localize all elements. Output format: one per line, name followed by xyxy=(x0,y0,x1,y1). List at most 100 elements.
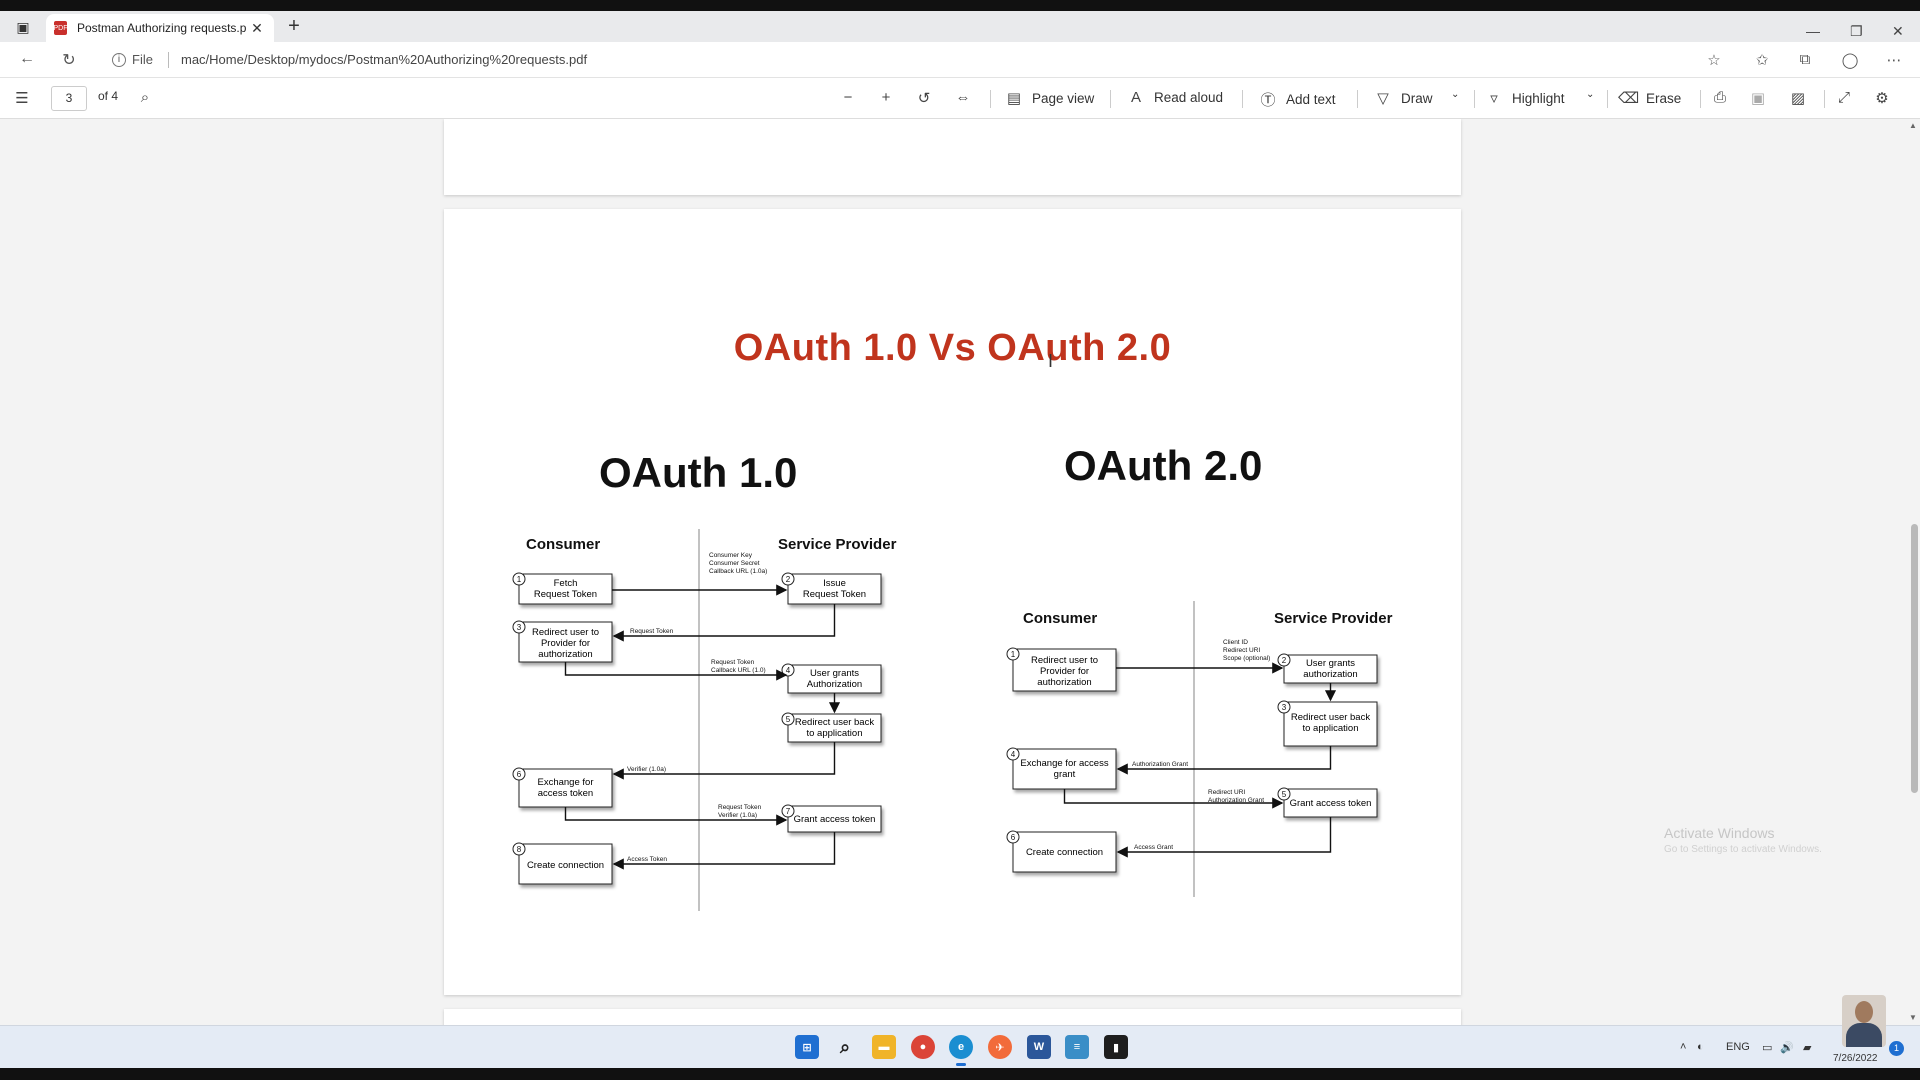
site-info[interactable]: i File xyxy=(112,52,153,67)
oauth2-box-redirect-back xyxy=(1283,701,1378,747)
more-icon[interactable]: ⋯ xyxy=(1886,52,1902,69)
oauth2-box-exchange xyxy=(1012,748,1117,790)
svg-text:1: 1 xyxy=(1011,650,1016,659)
new-tab-icon[interactable]: + xyxy=(288,15,300,37)
word-icon[interactable]: W xyxy=(1027,1035,1051,1059)
svg-text:8: 8 xyxy=(517,845,522,854)
pdf-page-previous xyxy=(444,119,1461,195)
fit-page-button[interactable]: ⇔ xyxy=(953,89,973,106)
svg-text:3: 3 xyxy=(1282,703,1287,712)
tab-actions-icon[interactable]: ▣ xyxy=(16,18,30,35)
highlight-button[interactable]: ▿Highlight xyxy=(1484,89,1564,107)
scroll-down-icon[interactable]: ▼ xyxy=(1909,1013,1917,1022)
notification-badge[interactable]: 1 xyxy=(1889,1041,1904,1056)
start-icon[interactable]: ⊞ xyxy=(795,1035,819,1059)
scroll-up-icon[interactable]: ▲ xyxy=(1909,121,1917,130)
add-favorite-icon[interactable]: ☆ xyxy=(1707,52,1721,69)
toolbar-divider xyxy=(1607,90,1608,108)
tab-close-icon[interactable]: ✕ xyxy=(251,19,263,36)
scrollbar-thumb[interactable] xyxy=(1911,524,1918,793)
window-close-icon[interactable]: ✕ xyxy=(1892,23,1904,39)
oauth1-lbl1-line1: Consumer Key xyxy=(709,552,753,559)
draw-button[interactable]: ▽Draw xyxy=(1373,89,1432,107)
clock-date[interactable]: 7/26/2022 xyxy=(1833,1053,1878,1064)
tray-overflow-icon[interactable]: ˄ xyxy=(1680,1041,1687,1053)
oauth1-box2-line1: Issue xyxy=(823,578,846,589)
save-as-button[interactable]: ▨ xyxy=(1788,89,1808,107)
taskbar-search-icon[interactable]: ⌕ xyxy=(839,1036,851,1057)
highlight-dropdown-icon[interactable]: ⌄ xyxy=(1586,89,1595,100)
refresh-icon[interactable]: ↻ xyxy=(62,52,76,69)
oauth1-box8-label: Create connection xyxy=(527,860,604,871)
oauth1-lbl1-line2: Consumer Secret xyxy=(709,560,760,567)
tab-strip: ▣ PDF Postman Authorizing requests.p ✕ +… xyxy=(0,11,1920,42)
toolbar-divider xyxy=(990,90,991,108)
svg-text:3: 3 xyxy=(517,623,522,632)
read-aloud-label: Read aloud xyxy=(1154,90,1224,105)
vertical-scrollbar[interactable]: ▲ ▼ xyxy=(1908,119,1920,1025)
favorites-icon[interactable]: ✩ xyxy=(1755,52,1769,69)
save-button[interactable]: ▣ xyxy=(1748,89,1768,107)
tray-app-icon[interactable]: ◐ xyxy=(1697,1041,1704,1053)
pdf-viewer[interactable]: OAuth 1.0 Vs OAuth 2.0 I OAuth 1.0 OAuth… xyxy=(0,119,1920,1025)
volume-icon[interactable]: 🔊 xyxy=(1780,1042,1794,1054)
zoom-in-button[interactable]: + xyxy=(876,89,896,106)
oauth1-box-user-grants xyxy=(787,664,882,694)
minimize-icon[interactable]: — xyxy=(1806,23,1820,39)
edge-icon[interactable]: e xyxy=(949,1035,973,1059)
oauth2-box4-line2: grant xyxy=(1054,769,1076,780)
erase-label: Erase xyxy=(1646,90,1682,106)
language-indicator[interactable]: ENG xyxy=(1726,1041,1750,1053)
gear-icon: ⚙ xyxy=(1875,90,1889,107)
notepad-icon[interactable]: ≡ xyxy=(1065,1035,1089,1059)
oauth1-box4-line2: Authorization xyxy=(807,679,862,690)
postman-icon[interactable]: ✈ xyxy=(988,1035,1012,1059)
draw-icon: ▽ xyxy=(1377,90,1389,107)
zoom-out-button[interactable]: − xyxy=(838,89,858,106)
network-icon[interactable]: ▭ xyxy=(1762,1042,1773,1054)
address-url[interactable]: mac/Home/Desktop/mydocs/Postman%20Author… xyxy=(181,52,588,67)
file-explorer-icon[interactable]: ▬ xyxy=(872,1035,896,1059)
settings-button[interactable]: ⚙ xyxy=(1872,89,1892,107)
tab-active[interactable]: PDF Postman Authorizing requests.p ✕ xyxy=(46,14,274,42)
page-view-label: Page view xyxy=(1032,90,1095,106)
oauth2-box2-line2: authorization xyxy=(1303,669,1357,680)
text-cursor-icon: I xyxy=(1048,351,1054,371)
back-icon[interactable]: ← xyxy=(19,50,35,67)
restore-icon[interactable]: ❐ xyxy=(1850,23,1863,39)
oauth2-box-redirect-user xyxy=(1012,648,1117,692)
oauth2-box2-line1: User grants xyxy=(1306,658,1355,669)
svg-text:7: 7 xyxy=(786,807,791,816)
draw-dropdown-icon[interactable]: ⌄ xyxy=(1451,89,1460,100)
fullscreen-button[interactable]: ⤢ xyxy=(1834,89,1854,106)
screen-top-border xyxy=(0,0,1920,11)
erase-button[interactable]: ⌫Erase xyxy=(1618,89,1681,107)
chrome-icon[interactable]: ● xyxy=(911,1035,935,1059)
find-button[interactable]: ⌕ xyxy=(135,89,155,106)
tab-title: Postman Authorizing requests.p xyxy=(77,21,247,35)
rotate-button[interactable]: ↺ xyxy=(914,89,934,107)
oauth1-box3-line2: Provider for xyxy=(541,638,590,649)
battery-icon[interactable]: ▰ xyxy=(1803,1042,1812,1054)
contents-button[interactable]: ☰ xyxy=(12,89,32,107)
profile-icon[interactable]: ◯ xyxy=(1841,52,1859,69)
print-button[interactable]: ⎙ xyxy=(1710,89,1730,106)
oauth2-lbl3-line2: Authorization Grant xyxy=(1208,797,1264,804)
oauth2-box1-line3: authorization xyxy=(1037,677,1091,688)
pdf-file-icon: PDF xyxy=(54,21,68,35)
webcam-presenter-avatar xyxy=(1842,995,1886,1047)
collections-icon[interactable]: ⧉ xyxy=(1799,51,1811,68)
oauth2-box-user-grants xyxy=(1283,654,1378,684)
page-view-button[interactable]: ▤Page view xyxy=(1004,89,1094,107)
search-icon: ⌕ xyxy=(140,89,150,106)
oauth1-consumer-header: Consumer xyxy=(526,536,600,553)
edge-active-indicator xyxy=(956,1063,966,1066)
terminal-icon[interactable]: ▮ xyxy=(1104,1035,1128,1059)
page-number-input[interactable]: 3 xyxy=(51,86,87,111)
oauth1-box-exchange xyxy=(518,768,613,808)
oauth1-box1-line1: Fetch xyxy=(554,578,578,589)
oauth1-lbl2: Request Token xyxy=(630,628,674,635)
